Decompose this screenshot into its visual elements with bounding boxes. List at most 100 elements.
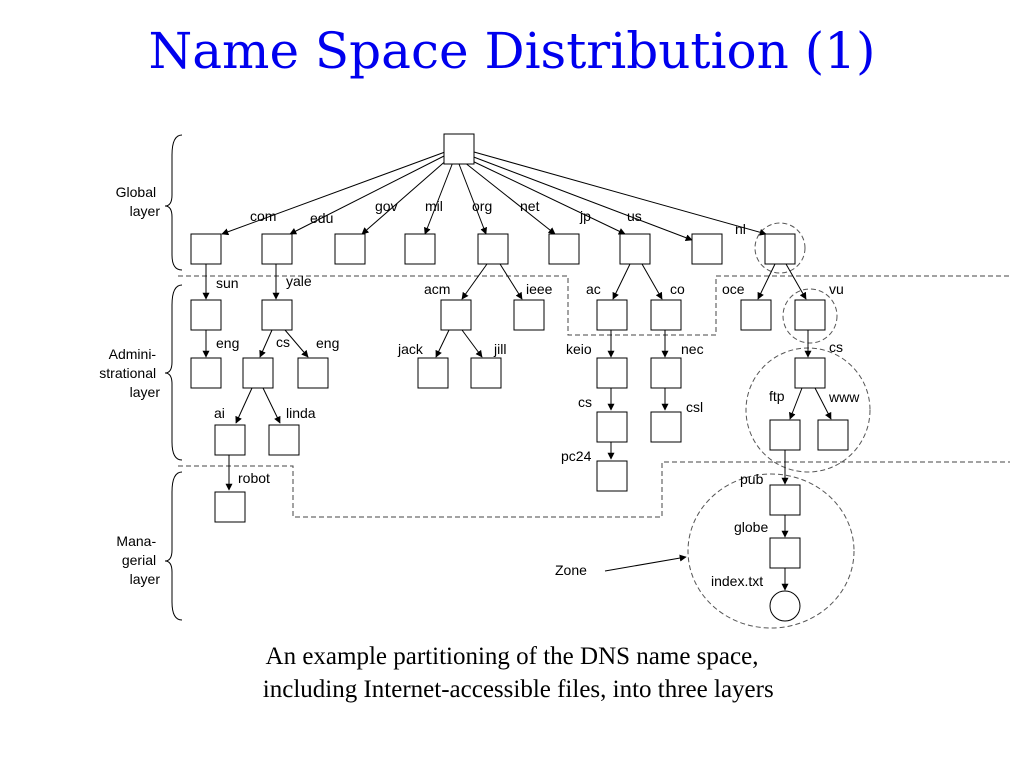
managerial-layer-label: Mana- gerial layer bbox=[116, 533, 160, 587]
edge-ai bbox=[235, 387, 253, 424]
node-eng-yale bbox=[297, 357, 329, 389]
edge-www bbox=[814, 387, 832, 420]
edge-jp bbox=[467, 158, 626, 235]
label-mil: mil bbox=[425, 198, 443, 214]
zone-pointer bbox=[604, 554, 687, 572]
node-jack bbox=[417, 357, 449, 389]
node-nl bbox=[764, 233, 796, 265]
node-net bbox=[548, 233, 580, 265]
node-gov bbox=[334, 233, 366, 265]
label-nec: nec bbox=[681, 341, 704, 357]
node-sun bbox=[190, 299, 222, 331]
label-acm: acm bbox=[424, 281, 450, 297]
node-yale bbox=[261, 299, 293, 331]
label-us: us bbox=[627, 208, 642, 224]
label-eng-yale: eng bbox=[316, 335, 339, 351]
node-acm bbox=[440, 299, 472, 331]
global-layer-label: Global layer bbox=[116, 184, 161, 219]
edge-ftp bbox=[789, 387, 803, 420]
global-layer-brace bbox=[164, 134, 183, 271]
label-edu: edu bbox=[310, 210, 333, 226]
label-nl: nl bbox=[735, 221, 746, 237]
node-index-file bbox=[769, 590, 801, 622]
node-vu bbox=[794, 299, 826, 331]
node-nec bbox=[650, 357, 682, 389]
edge-co bbox=[641, 263, 663, 300]
node-jill bbox=[470, 357, 502, 389]
administrational-layer-label: Admini- strational layer bbox=[99, 346, 160, 400]
edge-jack bbox=[435, 329, 450, 358]
caption-line-2: including Internet-accessible files, int… bbox=[250, 676, 774, 703]
node-com bbox=[190, 233, 222, 265]
label-ac: ac bbox=[586, 281, 601, 297]
label-jp: jp bbox=[579, 208, 591, 224]
label-net: net bbox=[520, 198, 540, 214]
label-jack: jack bbox=[397, 341, 424, 357]
global-admin-boundary bbox=[178, 275, 1010, 336]
label-zone: Zone bbox=[555, 562, 587, 578]
label-cs-vu: cs bbox=[829, 339, 843, 355]
node-eng-sun bbox=[190, 357, 222, 389]
label-cs-yale: cs bbox=[276, 334, 290, 350]
edge-cs1 bbox=[259, 329, 273, 358]
edge-linda bbox=[262, 387, 281, 424]
caption-line-1: An example partitioning of the DNS name … bbox=[265, 643, 759, 670]
tree-edges bbox=[202, 151, 832, 591]
dns-namespace-diagram: Global layer Admini- strational layer Ma… bbox=[99, 133, 1010, 629]
edge-jill bbox=[461, 329, 483, 358]
label-gov: gov bbox=[375, 198, 398, 214]
label-csl: csl bbox=[686, 399, 703, 415]
edge-us bbox=[470, 155, 693, 242]
label-yale: yale bbox=[286, 273, 312, 289]
node-pub bbox=[769, 484, 801, 516]
edge-net bbox=[463, 161, 556, 235]
label-oce: oce bbox=[722, 281, 745, 297]
label-sun: sun bbox=[216, 275, 239, 291]
label-jill: jill bbox=[493, 341, 506, 357]
nl-zone-circle bbox=[754, 222, 806, 274]
label-www: www bbox=[828, 389, 860, 405]
label-robot: robot bbox=[238, 470, 270, 486]
label-co: co bbox=[670, 281, 685, 297]
label-pub: pub bbox=[740, 471, 764, 487]
node-oce bbox=[740, 299, 772, 331]
edge-vu bbox=[785, 263, 807, 300]
label-ftp: ftp bbox=[769, 388, 785, 404]
edge-ieee bbox=[499, 263, 523, 300]
label-ieee: ieee bbox=[526, 281, 553, 297]
edge-mil bbox=[424, 161, 454, 235]
managerial-zone-circle bbox=[687, 473, 855, 629]
node-jp bbox=[619, 233, 651, 265]
node-linda bbox=[268, 424, 300, 456]
edge-gov bbox=[361, 157, 450, 235]
node-co bbox=[650, 299, 682, 331]
diagram-caption: An example partitioning of the DNS name … bbox=[0, 640, 1024, 706]
node-globe bbox=[769, 537, 801, 569]
edge-com bbox=[221, 151, 446, 236]
node-cs-vu bbox=[794, 357, 826, 389]
node-ieee bbox=[513, 299, 545, 331]
managerial-layer-brace bbox=[164, 471, 183, 621]
slide-title: Name Space Distribution (1) bbox=[148, 22, 876, 80]
node-edu bbox=[261, 233, 293, 265]
node-cs-keio bbox=[596, 411, 628, 443]
label-ai: ai bbox=[214, 405, 225, 421]
edge-acm bbox=[461, 263, 488, 300]
node-mil bbox=[404, 233, 436, 265]
node-keio bbox=[596, 357, 628, 389]
administrational-layer-brace bbox=[164, 284, 183, 461]
label-vu: vu bbox=[829, 281, 844, 297]
admin-managerial-boundary bbox=[178, 461, 1010, 518]
label-linda: linda bbox=[286, 405, 316, 421]
node-org bbox=[477, 233, 509, 265]
label-index: index.txt bbox=[711, 573, 763, 589]
edge-oce bbox=[757, 263, 776, 300]
node-robot bbox=[214, 491, 246, 523]
node-www bbox=[817, 419, 849, 451]
label-keio: keio bbox=[566, 341, 592, 357]
node-cs-yale bbox=[242, 357, 274, 389]
vu-zone-circle bbox=[782, 288, 838, 344]
label-cs-keio: cs bbox=[578, 394, 592, 410]
label-pc24: pc24 bbox=[561, 448, 592, 464]
label-globe: globe bbox=[734, 519, 768, 535]
